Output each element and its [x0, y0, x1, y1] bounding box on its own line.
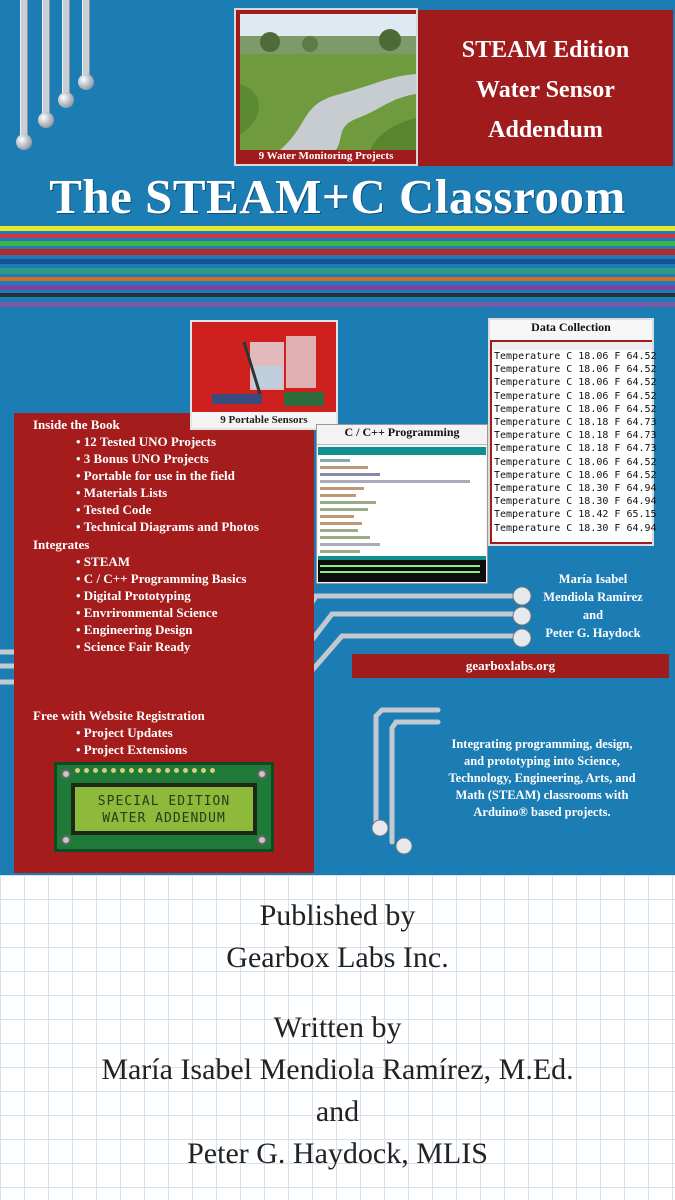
edition-box: STEAM Edition Water Sensor Addendum [418, 10, 673, 166]
free-item: • Project Extensions [76, 742, 188, 757]
data-row: Temperature C 18.30 F 64.94 [494, 483, 657, 495]
book-title: The STEAM+C Classroom [49, 169, 626, 224]
credits-area: Published by Gearbox Labs Inc. Written b… [0, 875, 675, 1200]
lcd-module: SPECIAL EDITION WATER ADDENDUM [54, 762, 274, 852]
feature-item: • Tested Code [76, 502, 152, 517]
feature-item: • Materials Lists [76, 485, 168, 500]
integrates-item: • Envrironmental Science [76, 605, 218, 620]
lcd-line: WATER ADDENDUM [102, 811, 226, 826]
author-name: María Isabel Mendiola Ramírez, M.Ed. [101, 1053, 574, 1086]
wire-pin [38, 112, 54, 128]
programming-card: C / C++ Programming [316, 424, 488, 584]
free-item: • Project Updates [76, 725, 173, 740]
data-row: Temperature C 18.06 F 64.52 [494, 456, 657, 468]
website-link[interactable]: gearboxlabs.org [352, 654, 669, 678]
data-collection-card: Data Collection Temperature C 18.06 F 64… [488, 318, 657, 546]
published-by-label: Published by [259, 899, 416, 932]
wire-pin [78, 74, 94, 90]
sensors-photo [192, 322, 336, 412]
feature-item: • 12 Tested UNO Projects [76, 434, 217, 449]
cover-top: 9 Water Monitoring Projects STEAM Editio… [0, 0, 675, 875]
wire-pin [58, 92, 74, 108]
wire [62, 0, 70, 96]
wire-pin [16, 134, 32, 150]
wire [42, 0, 50, 116]
feature-item: • Portable for use in the field [76, 468, 235, 483]
feature-item: • 3 Bonus UNO Projects [76, 451, 209, 466]
edition-line: Water Sensor [476, 77, 615, 103]
data-row: Temperature C 18.18 F 64.73 [494, 443, 657, 455]
data-row: Temperature C 18.42 F 65.15 [494, 509, 657, 521]
intro-line: Math (STEAM) classrooms with [455, 788, 629, 802]
intro-line: Arduino® based projects. [422, 804, 662, 821]
mount-hole [257, 769, 267, 779]
monitor-toolbar [492, 342, 652, 350]
integrates-item: • Engineering Design [76, 622, 193, 637]
integrates-item: • C / C++ Programming Basics [76, 571, 247, 586]
author-line: Peter G. Haydock [545, 626, 641, 640]
code-console [318, 556, 486, 582]
integrates-item: • Digital Prototyping [76, 588, 191, 603]
code-screenshot [318, 447, 486, 559]
author-name: Peter G. Haydock, MLIS [187, 1137, 488, 1170]
photo-caption: 9 Water Monitoring Projects [258, 150, 394, 162]
sensors-caption: 9 Portable Sensors [192, 412, 336, 428]
water-photo-card: 9 Water Monitoring Projects [234, 8, 418, 166]
intro-line-end: ® based projects. [518, 805, 611, 819]
data-row: Temperature C 18.18 F 64.73 [494, 430, 657, 442]
mount-hole [61, 835, 71, 845]
integrates-item: • STEAM [76, 554, 131, 569]
author-line: María Isabel [558, 572, 628, 586]
data-row: Temperature C 18.06 F 64.52 [494, 469, 657, 481]
author-line: Mendiola Ramírez [543, 590, 643, 604]
data-row: Temperature C 18.06 F 64.52 [494, 364, 657, 376]
sensors-photo-card: 9 Portable Sensors [190, 320, 338, 430]
intro-line: Integrating programming, design, [451, 737, 633, 751]
lcd-pins [75, 768, 255, 774]
wire [20, 0, 28, 140]
data-row: Temperature C 18.18 F 64.73 [494, 417, 657, 429]
programming-title: C / C++ Programming [317, 425, 487, 445]
data-row: Temperature C 18.06 F 64.52 [494, 351, 657, 362]
lcd-screen: SPECIAL EDITION WATER ADDENDUM [71, 783, 257, 835]
river-photo [240, 14, 416, 150]
and-label: and [315, 1095, 360, 1128]
free-heading: Free with Website Registration [33, 708, 205, 723]
authors-box: María Isabel Mendiola Ramírez and Peter … [518, 570, 668, 642]
publisher-name: Gearbox Labs Inc. [226, 941, 449, 974]
data-title: Data Collection [490, 320, 652, 340]
intro-text: Integrating programming, design, and pro… [422, 736, 662, 821]
edition-line: Addendum [488, 117, 603, 143]
inside-heading: Inside the Book [33, 417, 120, 432]
serial-monitor: Temperature C 18.06 F 64.52 Temperature … [492, 342, 657, 542]
data-row: Temperature C 18.06 F 64.52 [494, 403, 657, 415]
integrates-item: • Science Fair Ready [76, 639, 191, 654]
edition-line: STEAM Edition [461, 37, 630, 63]
mount-hole [61, 769, 71, 779]
arduino-word: Arduino [473, 805, 519, 819]
lcd-line: SPECIAL EDITION [97, 794, 231, 809]
wire [82, 0, 90, 78]
integrates-heading: Integrates [33, 537, 90, 552]
intro-line: and prototyping into Science, [463, 754, 621, 768]
feature-item: • Technical Diagrams and Photos [76, 519, 259, 534]
data-row: Temperature C 18.30 F 64.94 [494, 522, 657, 534]
data-row: Temperature C 18.30 F 64.94 [494, 496, 657, 508]
author-line: and [582, 608, 604, 622]
color-stripes [0, 226, 675, 311]
data-row: Temperature C 18.06 F 64.52 [494, 390, 657, 402]
written-by-label: Written by [273, 1011, 402, 1044]
data-row: Temperature C 18.06 F 64.52 [494, 377, 657, 389]
intro-line: Technology, Engineering, Arts, and [448, 771, 636, 785]
mount-hole [257, 835, 267, 845]
